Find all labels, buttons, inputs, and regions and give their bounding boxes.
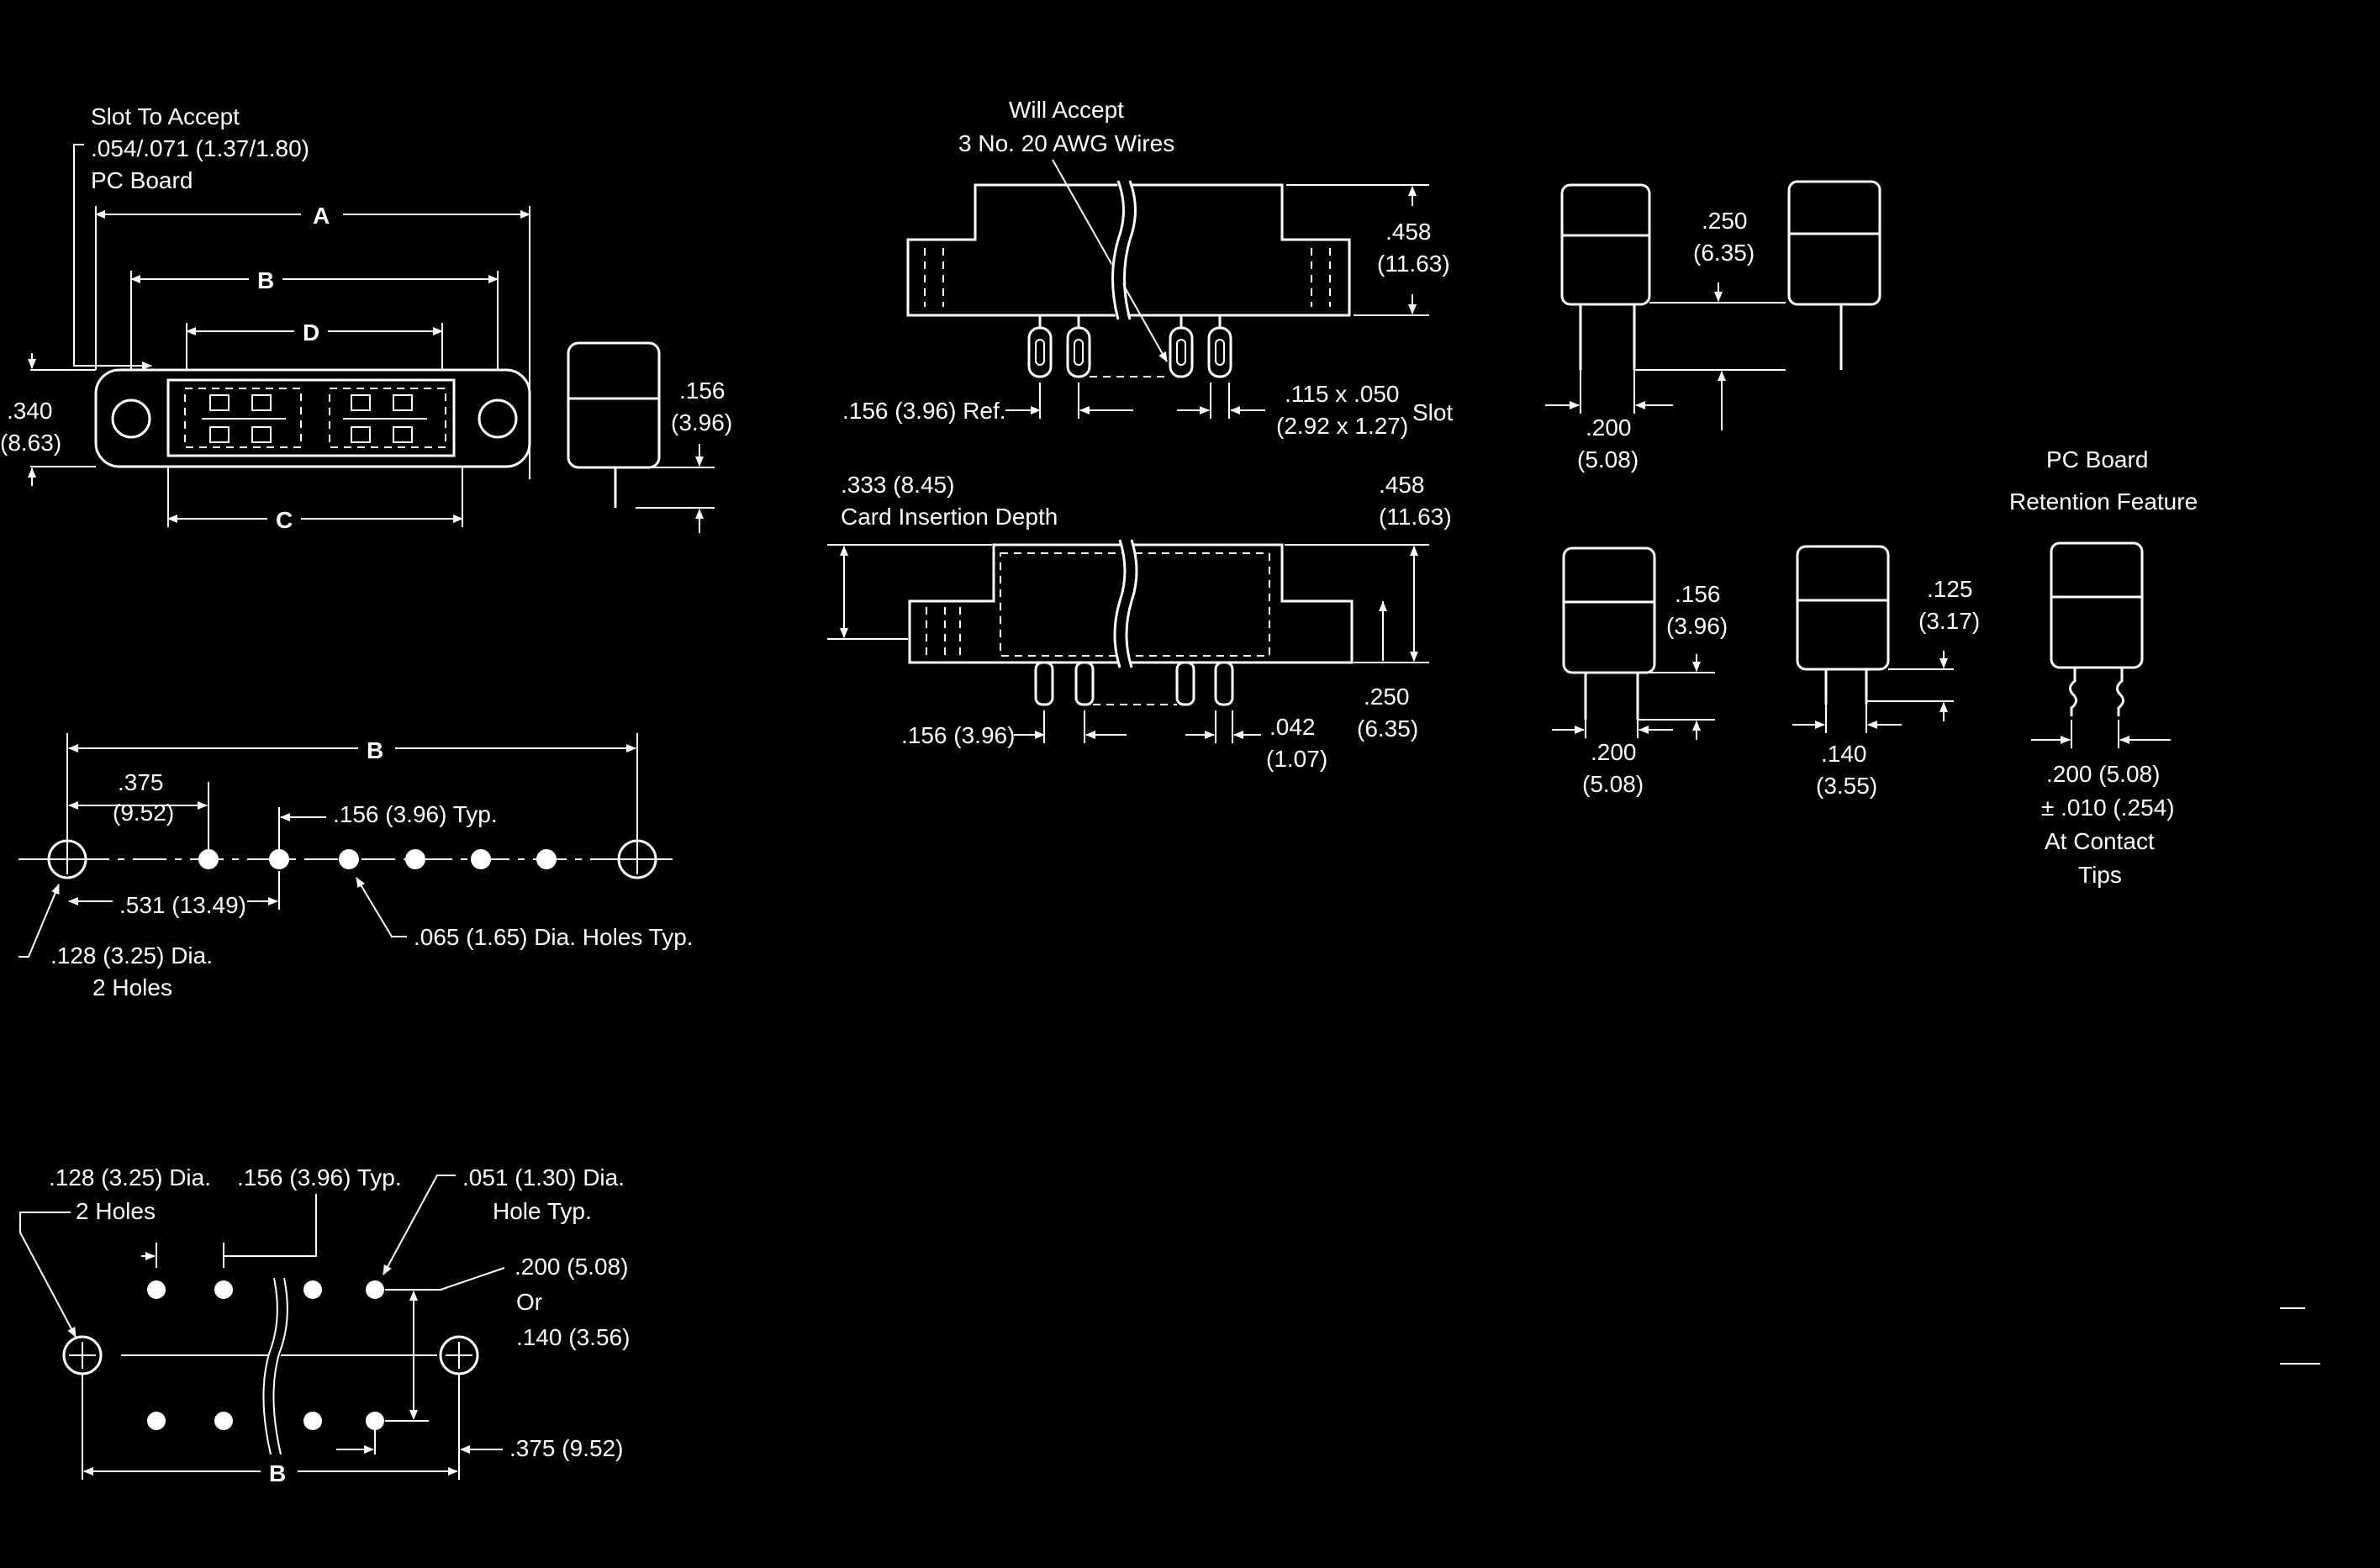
contact-cluster xyxy=(202,394,427,443)
retention-note-1: .200 (5.08) xyxy=(2046,761,2160,787)
pin-hole xyxy=(339,849,359,869)
slot-label-line2: .054/.071 (1.37/1.80) xyxy=(91,135,309,161)
card-height-458-mm: (11.63) xyxy=(1379,504,1452,530)
dim-D-label: D xyxy=(303,319,319,346)
ref-156: .156 (3.96) Ref. xyxy=(842,398,1006,424)
span-c-140: .140 xyxy=(1821,741,1867,767)
pin-len-156: .156 xyxy=(679,377,726,404)
variant-body xyxy=(1796,545,1890,671)
pin-width-042: .042 xyxy=(1269,714,1316,740)
dim-C-label: C xyxy=(276,507,293,533)
wire-height-458: .458 xyxy=(1385,219,1432,245)
pin-hole xyxy=(366,1280,384,1299)
pin-width-042-mm: (1.07) xyxy=(1266,746,1327,772)
spacing-250-mm: (6.35) xyxy=(1693,240,1755,266)
wire-view: Will Accept 3 No. 20 AWG Wires .458 (11.… xyxy=(842,97,1453,439)
pin-hole xyxy=(405,849,425,869)
mounting-hole xyxy=(111,399,151,439)
double-row-layout: .128 (3.25) Dia. 2 Holes .156 (3.96) Typ… xyxy=(19,1164,630,1488)
mounting-hole xyxy=(617,839,657,879)
first-375: .375 xyxy=(118,769,164,795)
len-b-156: .156 xyxy=(1675,581,1721,607)
pin-hole xyxy=(471,849,491,869)
retention-body xyxy=(2050,541,2144,669)
dbl-mount-holes: 2 Holes xyxy=(76,1198,156,1224)
board-250-mm: (6.35) xyxy=(1357,715,1418,742)
dim-B-label: B xyxy=(257,267,274,293)
pin-hole xyxy=(269,849,289,869)
end-view xyxy=(567,341,661,469)
dbl-dim-B: B xyxy=(269,1460,286,1486)
variant-body xyxy=(1562,546,1656,674)
card-height-458: .458 xyxy=(1379,472,1425,498)
card-depth-label: Card Insertion Depth xyxy=(841,504,1058,530)
pin-hole xyxy=(198,849,219,869)
slot-size-mm: (2.92 x 1.27) xyxy=(1276,413,1408,439)
height-340: .340 xyxy=(7,398,53,424)
len-c-125: .125 xyxy=(1927,576,1973,602)
dbl-row-200: .200 (5.08) xyxy=(515,1254,628,1280)
row-pitch: .156 (3.96) Typ. xyxy=(333,801,498,827)
variant-body xyxy=(1560,183,1651,306)
height-340-mm: (8.63) xyxy=(0,430,61,456)
pin-hole xyxy=(214,1412,233,1430)
span-c-140-mm: (3.55) xyxy=(1816,773,1877,799)
retention-note-2: ± .010 (.254) xyxy=(2041,795,2175,821)
slot-size: .115 x .050 xyxy=(1285,381,1399,407)
first-375-mm: (9.52) xyxy=(113,800,174,826)
card-depth-value: .333 (8.45) xyxy=(841,472,954,498)
retention-note-3: At Contact xyxy=(2045,828,2155,854)
pin-hole xyxy=(366,1412,384,1430)
span-b-200-mm: (5.08) xyxy=(1582,771,1644,797)
len-c-125-mm: (3.17) xyxy=(1918,608,1980,634)
slot-label-line1: Slot To Accept xyxy=(91,103,240,129)
pin-variants: .250 (6.35) .200 (5.08) .156 (3.96) .200… xyxy=(1545,180,2198,888)
pin-hole xyxy=(303,1280,322,1299)
dbl-pitch: .156 (3.96) Typ. xyxy=(237,1164,402,1191)
wire-height-458-mm: (11.63) xyxy=(1377,251,1450,277)
retention-title-2: Retention Feature xyxy=(2009,488,2198,515)
dbl-hole-typ: Hole Typ. xyxy=(493,1198,592,1224)
row-hole-dia: .065 (1.65) Dia. Holes Typ. xyxy=(414,924,694,950)
mounting-hole xyxy=(47,839,87,879)
dbl-edge-375: .375 (9.52) xyxy=(509,1435,623,1461)
wire-terminal-group xyxy=(1027,315,1232,378)
len-b-156-mm: (3.96) xyxy=(1666,613,1728,639)
slot-word: Slot xyxy=(1412,399,1453,425)
mounting-hole xyxy=(478,399,518,439)
row-dim-B: B xyxy=(367,737,383,763)
card-pin-group xyxy=(1034,661,1234,706)
top-view: Slot To Accept .054/.071 (1.37/1.80) PC … xyxy=(0,103,732,536)
span-b-200: .200 xyxy=(1591,739,1637,765)
pin-hole xyxy=(147,1280,166,1299)
pin-hole xyxy=(303,1412,322,1430)
dbl-mount-dia: .128 (3.25) Dia. xyxy=(49,1164,211,1191)
slot-label-line3: PC Board xyxy=(91,167,193,193)
dbl-row-or: Or xyxy=(516,1289,542,1315)
pin-hole xyxy=(536,849,557,869)
card-pitch: .156 (3.96) xyxy=(901,722,1015,748)
dim-A-label: A xyxy=(313,203,330,229)
dbl-hole-dia: .051 (1.30) Dia. xyxy=(462,1164,625,1191)
retention-note-4: Tips xyxy=(2078,862,2122,888)
span-a-200-mm: (5.08) xyxy=(1577,446,1639,473)
dbl-row-140: .140 (3.56) xyxy=(516,1324,630,1350)
row-mount-holes: 2 Holes xyxy=(92,974,172,1000)
wire-callout-line2: 3 No. 20 AWG Wires xyxy=(958,130,1174,156)
card-view: .333 (8.45) Card Insertion Depth .458 (1… xyxy=(827,472,1452,772)
span-a-200: .200 xyxy=(1586,414,1632,441)
pin-len-156-mm: (3.96) xyxy=(671,409,732,436)
row-spacing: .531 (13.49) xyxy=(119,892,246,918)
wire-callout-line1: Will Accept xyxy=(1009,97,1124,123)
pin-hole xyxy=(214,1280,233,1299)
pin-hole xyxy=(147,1412,166,1430)
variant-body xyxy=(1787,180,1881,306)
row-mount-dia: .128 (3.25) Dia. xyxy=(50,942,213,969)
spacing-250: .250 xyxy=(1702,208,1748,234)
board-250: .250 xyxy=(1364,684,1410,710)
retention-title-1: PC Board xyxy=(2046,446,2148,473)
single-row-layout: B .375 (9.52) .156 (3.96) Typ. .531 (13.… xyxy=(18,731,694,1000)
